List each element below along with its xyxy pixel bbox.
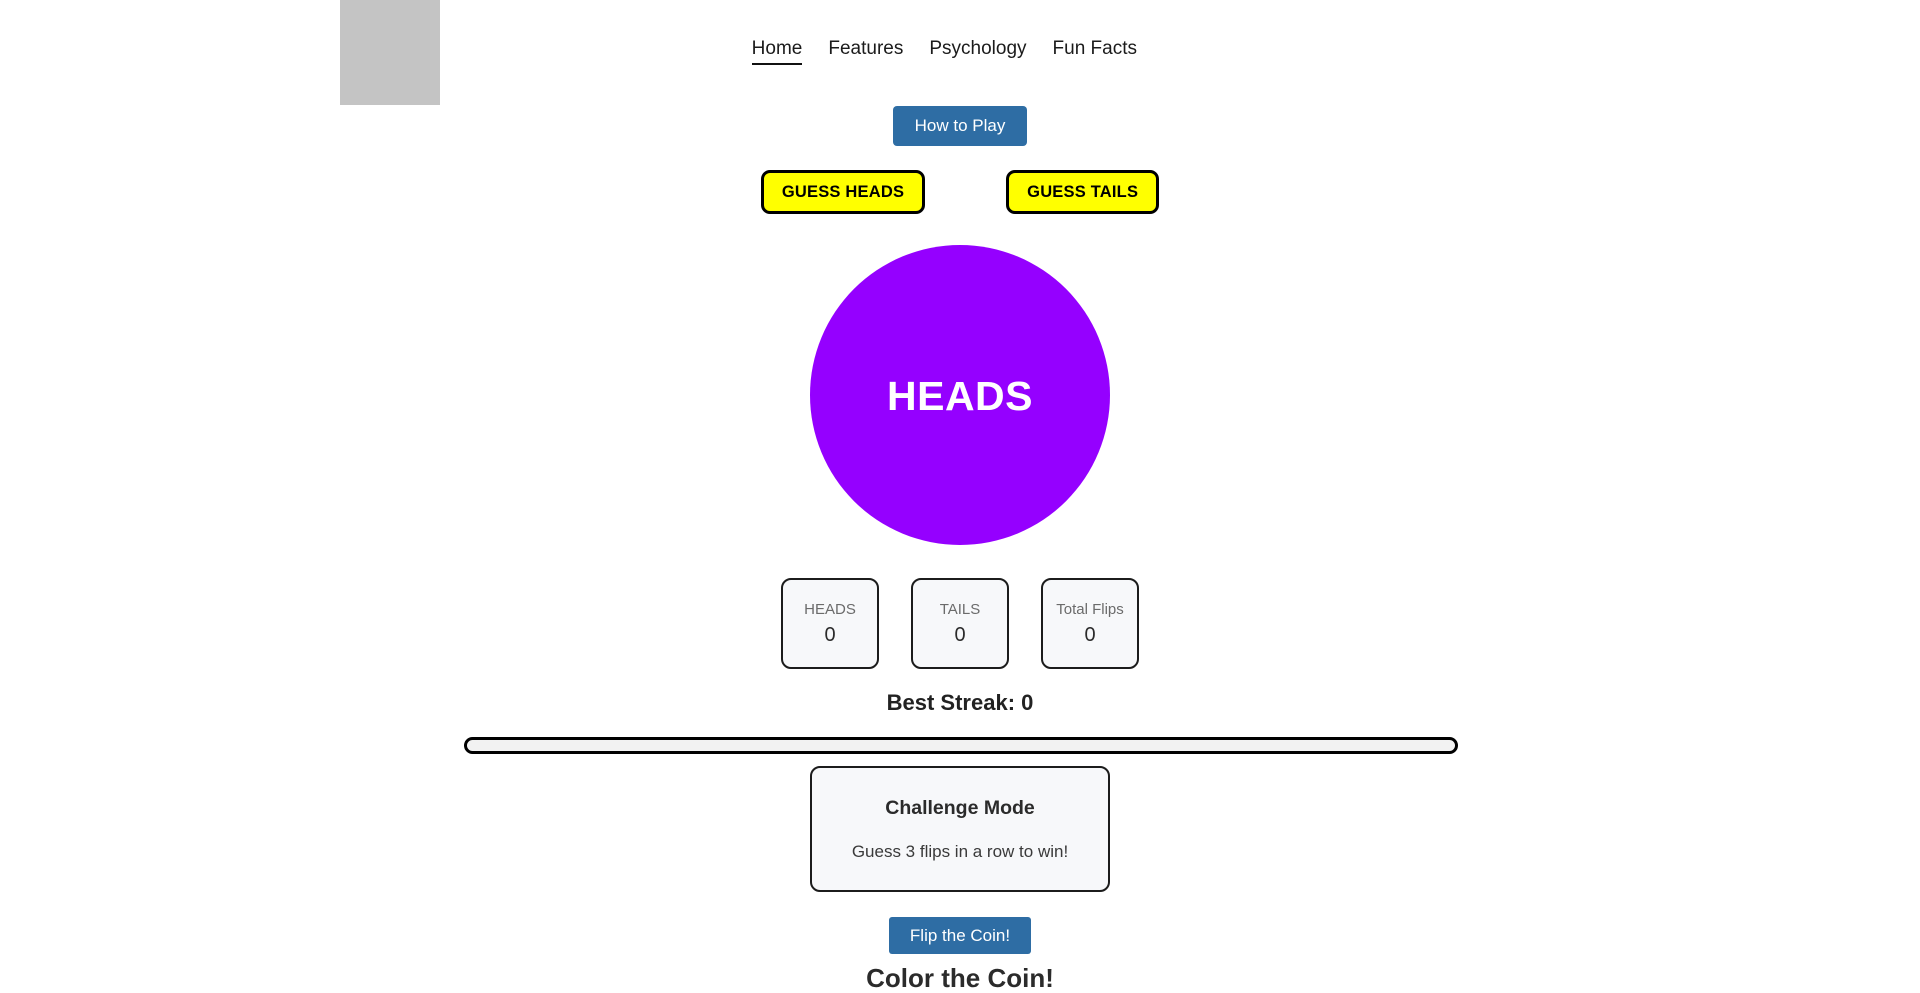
- main-nav: Home Features Psychology Fun Facts: [751, 38, 1137, 65]
- challenge-mode-title: Challenge Mode: [885, 796, 1035, 819]
- best-streak-text: Best Streak: 0: [886, 690, 1034, 715]
- site-header: Home Features Psychology Fun Facts: [0, 0, 1920, 110]
- stat-label-heads: HEADS: [804, 600, 856, 618]
- stat-value-heads: 0: [824, 623, 836, 646]
- stat-box-heads: HEADS 0: [781, 578, 879, 669]
- nav-link-psychology[interactable]: Psychology: [929, 38, 1027, 59]
- challenge-progress-bar: [464, 737, 1458, 754]
- how-to-play-button[interactable]: How to Play: [893, 106, 1027, 146]
- coin-area: HEADS: [0, 245, 1920, 545]
- stat-box-tails: TAILS 0: [911, 578, 1009, 669]
- stat-value-tails: 0: [954, 623, 966, 646]
- challenge-mode-card: Challenge Mode Guess 3 flips in a row to…: [810, 766, 1110, 892]
- stat-box-total-flips: Total Flips 0: [1041, 578, 1139, 669]
- flip-button-row: Flip the Coin!: [0, 917, 1920, 954]
- flip-the-coin-button[interactable]: Flip the Coin!: [889, 917, 1031, 954]
- challenge-mode-subtitle: Guess 3 flips in a row to win!: [851, 841, 1069, 861]
- coin[interactable]: HEADS: [810, 245, 1110, 545]
- nav-link-home[interactable]: Home: [751, 38, 803, 65]
- stats-row: HEADS 0 TAILS 0 Total Flips 0: [0, 578, 1920, 669]
- nav-link-features[interactable]: Features: [828, 38, 904, 59]
- guess-tails-button[interactable]: GUESS TAILS: [1006, 170, 1160, 214]
- nav-link-fun-facts[interactable]: Fun Facts: [1052, 38, 1137, 59]
- guess-buttons-row: GUESS HEADS GUESS TAILS: [0, 170, 1920, 214]
- stat-value-total-flips: 0: [1084, 623, 1096, 646]
- stat-label-total-flips: Total Flips: [1056, 600, 1124, 618]
- color-the-coin-heading: Color the Coin!: [866, 963, 1054, 993]
- challenge-card-area: Challenge Mode Guess 3 flips in a row to…: [0, 766, 1920, 892]
- coin-face-label: HEADS: [886, 372, 1034, 419]
- how-to-play-row: How to Play: [0, 106, 1920, 146]
- guess-heads-button[interactable]: GUESS HEADS: [760, 170, 926, 214]
- broken-image-placeholder-icon: [340, 0, 440, 105]
- stat-label-tails: TAILS: [939, 600, 981, 618]
